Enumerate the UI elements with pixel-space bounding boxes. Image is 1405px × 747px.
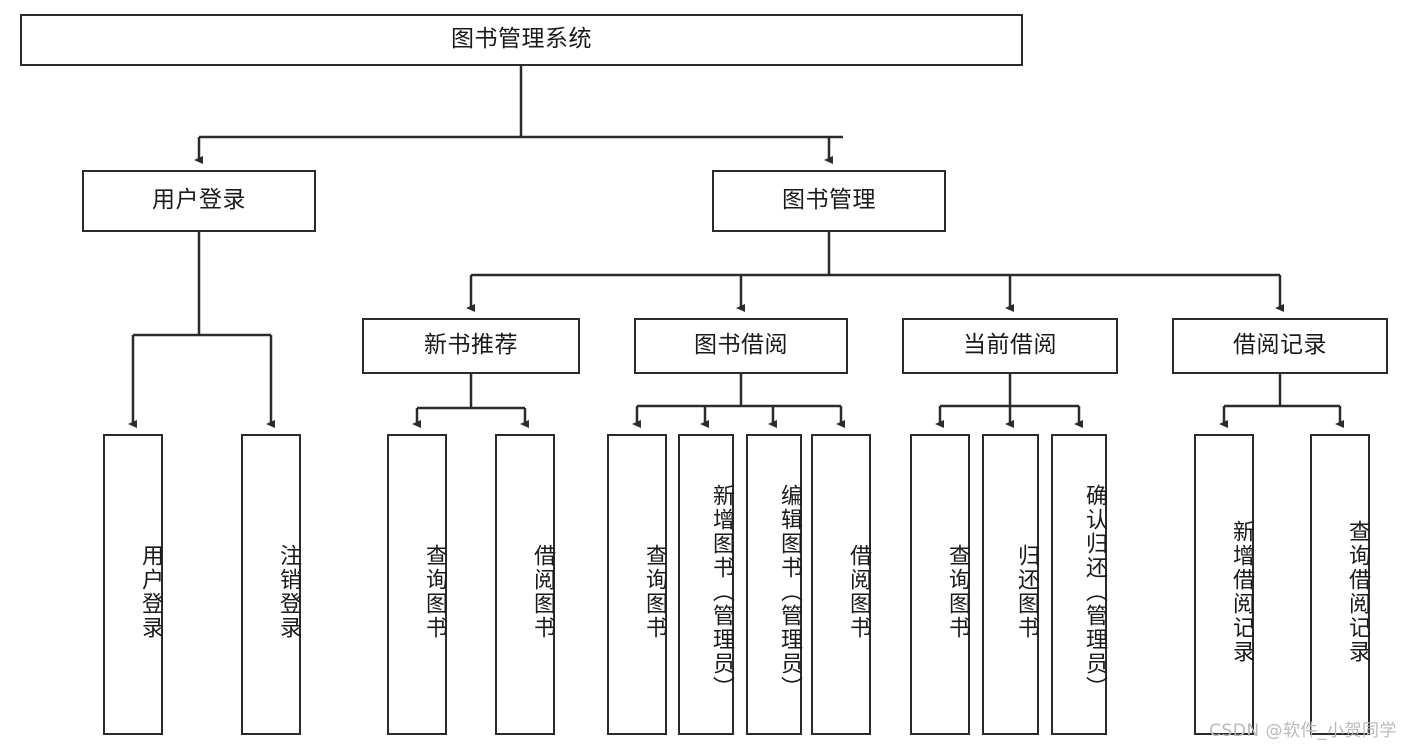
node-label: 新增图书（管理员） [709, 483, 734, 700]
node-book-management[interactable]: 图书管理 [712, 170, 946, 232]
node-label: 查询图书 [422, 543, 447, 640]
leaf-user-login-logout[interactable]: 注销登录 [241, 434, 301, 735]
leaf-current-borrow-confirm-return-admin[interactable]: 确认归还（管理员） [1051, 434, 1107, 735]
node-label: 借阅图书 [846, 543, 871, 640]
leaf-book-borrow-edit-book-admin[interactable]: 编辑图书（管理员） [746, 434, 802, 735]
leaf-new-book-borrow-book[interactable]: 借阅图书 [495, 434, 555, 735]
leaf-book-borrow-add-book-admin[interactable]: 新增图书（管理员） [678, 434, 734, 735]
leaf-new-book-query-book[interactable]: 查询图书 [387, 434, 447, 735]
node-label: 当前借阅 [963, 332, 1057, 359]
node-label: 借阅图书 [530, 543, 555, 640]
node-label: 图书管理系统 [451, 26, 592, 53]
leaf-current-borrow-query-book[interactable]: 查询图书 [910, 434, 970, 735]
node-book-borrow[interactable]: 图书借阅 [634, 318, 848, 374]
leaf-current-borrow-return-book[interactable]: 归还图书 [982, 434, 1039, 735]
node-current-borrow[interactable]: 当前借阅 [902, 318, 1118, 374]
leaf-book-borrow-query-book[interactable]: 查询图书 [607, 434, 667, 735]
node-label: 查询借阅记录 [1345, 519, 1370, 664]
node-label: 用户登录 [138, 543, 163, 640]
node-label: 借阅记录 [1233, 332, 1327, 359]
watermark-text: CSDN @软件_小贺同学 [1209, 721, 1397, 741]
node-label: 查询图书 [642, 543, 667, 640]
node-label: 图书管理 [782, 187, 876, 214]
leaf-book-borrow-borrow-book[interactable]: 借阅图书 [811, 434, 871, 735]
node-label: 确认归还（管理员） [1082, 483, 1107, 700]
leaf-borrow-record-query-record[interactable]: 查询借阅记录 [1310, 434, 1370, 735]
node-root-book-management-system[interactable]: 图书管理系统 [20, 14, 1023, 66]
node-label: 新书推荐 [424, 332, 518, 359]
leaf-user-login-login[interactable]: 用户登录 [103, 434, 163, 735]
node-label: 查询图书 [945, 543, 970, 640]
node-label: 编辑图书（管理员） [777, 483, 802, 700]
node-label: 归还图书 [1014, 543, 1039, 640]
node-label: 用户登录 [152, 187, 246, 214]
node-borrow-record[interactable]: 借阅记录 [1172, 318, 1388, 374]
node-new-book-recommend[interactable]: 新书推荐 [362, 318, 580, 374]
node-user-login[interactable]: 用户登录 [82, 170, 316, 232]
node-label: 图书借阅 [694, 332, 788, 359]
node-label: 新增借阅记录 [1229, 519, 1254, 664]
leaf-borrow-record-add-record[interactable]: 新增借阅记录 [1194, 434, 1254, 735]
node-label: 注销登录 [276, 543, 301, 640]
